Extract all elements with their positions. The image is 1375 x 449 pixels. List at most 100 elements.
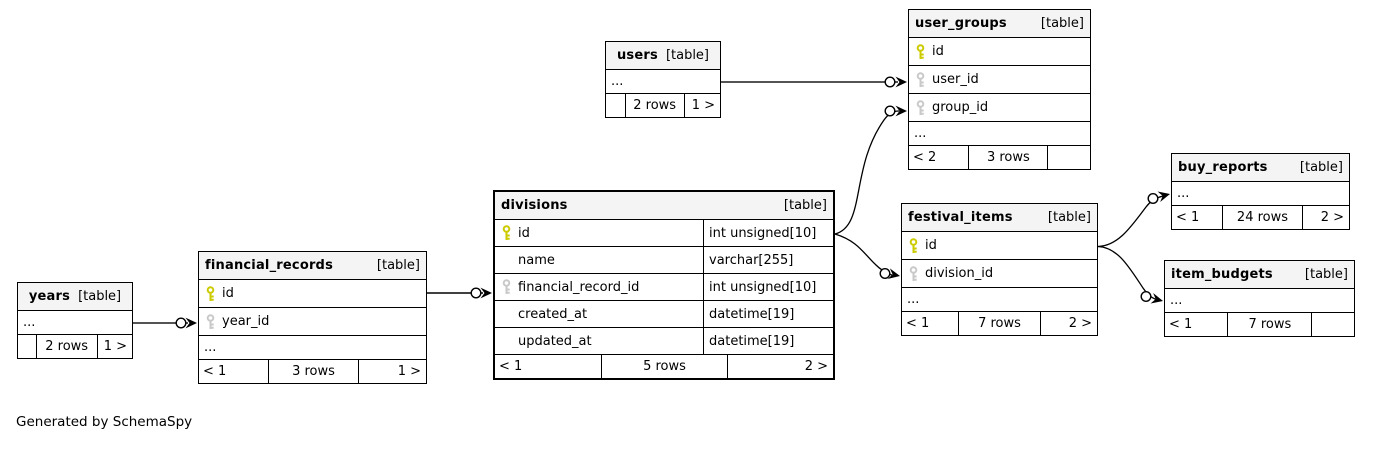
footer-paging-right [1047, 146, 1090, 169]
primary-key-icon [902, 237, 925, 254]
ellipsis-row: ... [909, 121, 1090, 145]
primary-key-icon [495, 225, 518, 241]
table-name: buy_reports [1178, 160, 1268, 175]
table-name: user_groups [915, 16, 1007, 31]
footer-paging-left [606, 94, 625, 117]
table-name: years [28, 289, 71, 304]
footer-paging-right: 1 > [96, 335, 132, 358]
column-type: int unsigned[10] [703, 220, 833, 246]
primary-key-icon [909, 43, 932, 60]
foreign-key-icon [902, 265, 925, 282]
ellipsis-row: ... [1165, 288, 1354, 312]
table-badge: [table] [665, 48, 710, 63]
column-name: group_id [932, 100, 989, 115]
column-name: id [222, 286, 234, 301]
column-name: name [518, 252, 555, 268]
column-row: created_at datetime[19] [495, 300, 833, 327]
footer-row-count: 2 rows [35, 335, 97, 358]
footer-paging-left: < 1 [499, 359, 523, 374]
column-row: user_id [909, 65, 1090, 93]
table-badge: [table] [78, 289, 122, 304]
edge-years-financial_records [133, 317, 197, 329]
table-header: users [table] [606, 42, 720, 69]
ellipsis-row: ... [1172, 181, 1349, 205]
table-badge: [table] [1040, 16, 1084, 31]
column-type: datetime[19] [703, 328, 833, 354]
table-badge: [table] [1304, 267, 1348, 282]
table-footer: < 1 7 rows [1165, 312, 1354, 336]
ellipsis-row: ... [902, 287, 1097, 311]
footer-paging-right: 2 > [727, 355, 833, 378]
footer-row-count: 3 rows [268, 360, 357, 383]
table-name: festival_items [908, 210, 1013, 225]
table-footer: < 2 3 rows [909, 145, 1090, 169]
table-name: users [616, 48, 658, 63]
column-row: id [909, 37, 1090, 65]
edge-divisions-user_groups [834, 105, 907, 235]
column-type: int unsigned[10] [703, 274, 833, 300]
table-header: years [table] [18, 283, 132, 310]
edge-festival_items-buy_reports [1097, 191, 1170, 248]
table-header: user_groups [table] [909, 10, 1090, 37]
table-header: item_budgets[table] [1165, 261, 1354, 288]
foreign-key-icon [909, 71, 932, 88]
column-type: varchar[255] [703, 247, 833, 273]
table-header: buy_reports [table] [1172, 154, 1349, 181]
column-name: id [518, 225, 530, 241]
column-name: user_id [932, 72, 979, 87]
column-name: id [925, 238, 937, 253]
footer-paging-left: < 2 [913, 150, 937, 165]
footer-row-count: 3 rows [968, 146, 1047, 169]
footer-row-count: 5 rows [600, 355, 727, 378]
column-row: group_id [909, 93, 1090, 121]
table-badge: [table] [1299, 160, 1343, 175]
column-name: id [932, 44, 944, 59]
column-name: division_id [925, 266, 994, 281]
edge-financial_records-divisions [427, 287, 492, 299]
footer-paging-left: < 1 [906, 316, 930, 331]
column-row: financial_record_id int unsigned[10] [495, 273, 833, 300]
column-name: created_at [518, 306, 588, 322]
column-name: financial_record_id [518, 279, 640, 295]
footer-paging-right: 1 > [683, 94, 720, 117]
table-name: divisions [501, 198, 568, 213]
footer-row-count: 7 rows [1227, 313, 1311, 336]
foreign-key-icon [199, 313, 222, 330]
table-badge: [table] [1047, 210, 1091, 225]
footer-row-count: 24 rows [1222, 206, 1301, 229]
foreign-key-icon [909, 99, 932, 116]
column-type: datetime[19] [703, 301, 833, 327]
edge-festival_items-item_budgets [1097, 245, 1163, 304]
column-row: division_id [902, 259, 1097, 287]
edge-divisions-festival_items [834, 233, 900, 280]
table-header: festival_items [table] [902, 204, 1097, 231]
ellipsis-row: ... [18, 310, 132, 334]
column-row: name varchar[255] [495, 246, 833, 273]
footer-paging-left [18, 335, 36, 358]
table-header: financial_records[table] [199, 252, 426, 279]
footer-row-count: 2 rows [624, 94, 684, 117]
footer-paging-left: < 1 [1169, 317, 1193, 332]
ellipsis-row: ... [606, 69, 720, 93]
generated-by-note: Generated by SchemaSpy [16, 414, 193, 430]
column-row: id [199, 279, 426, 307]
ellipsis-row: ... [199, 335, 426, 359]
table-item_budgets[interactable]: item_budgets[table]... < 1 7 rows [1164, 260, 1355, 337]
table-name: financial_records [205, 258, 334, 273]
footer-row-count: 7 rows [958, 312, 1039, 335]
footer-paging-right: 2 > [1039, 312, 1097, 335]
